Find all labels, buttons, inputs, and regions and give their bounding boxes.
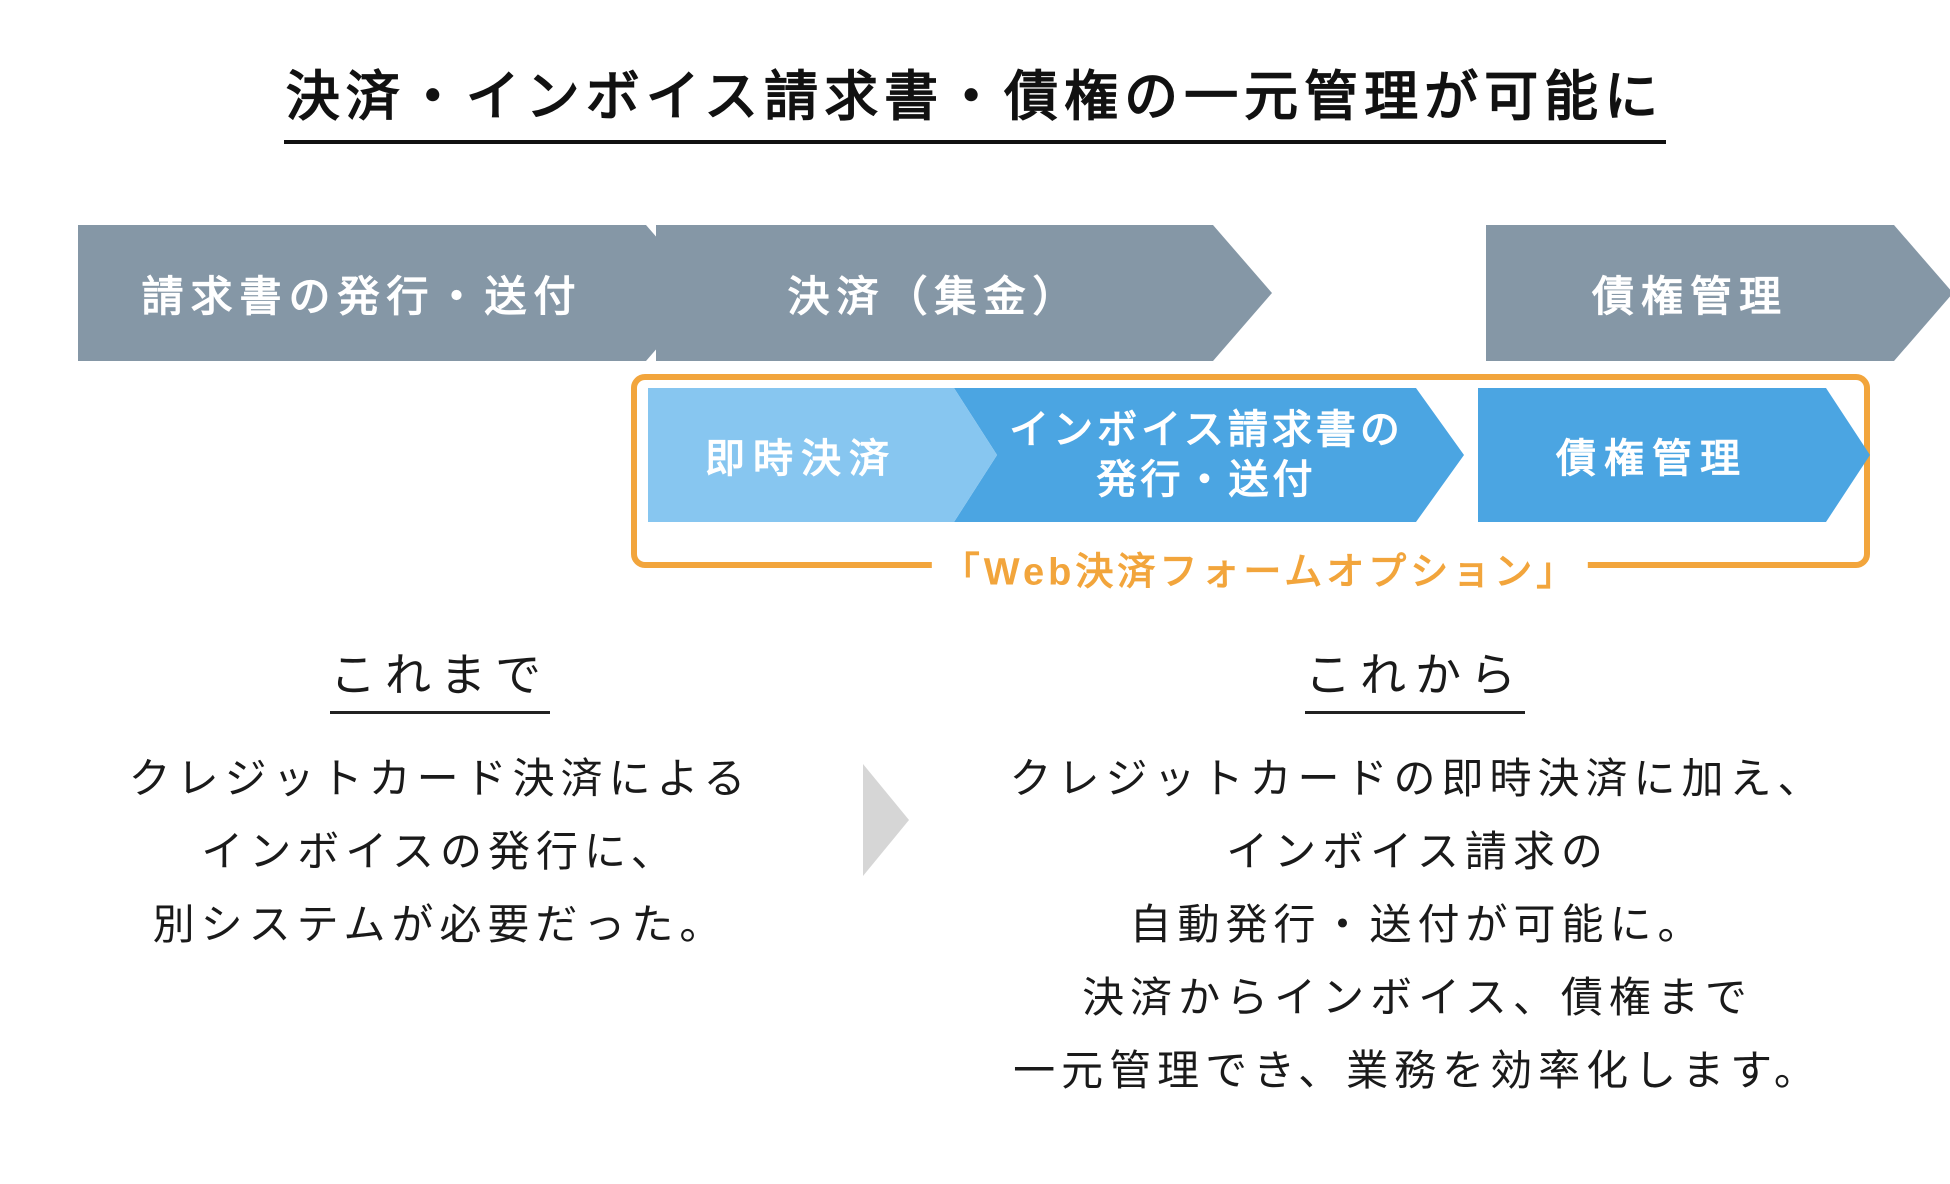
before-paragraph: クレジットカード決済による インボイスの発行に、 別システムが必要だった。: [55, 742, 825, 961]
after-heading: これから: [1305, 648, 1525, 715]
flow-step-payment-arrow: 決済（集金）: [656, 225, 1272, 361]
before-heading: これまで: [330, 648, 550, 715]
option-step-invoice-issue-arrow: インボイス請求書の 発行・送付: [954, 388, 1464, 522]
option-step-invoice-issue-label-line2: 発行・送付: [1096, 458, 1317, 502]
flow-step-invoice-issue-label: 請求書の発行・送付: [141, 272, 583, 320]
after-paragraph-line: 自動発行・送付が可能に。: [1129, 901, 1706, 948]
option-step-receivables-label: 債権管理: [1556, 437, 1748, 481]
option-step-instant-payment-label: 即時決済: [705, 437, 897, 481]
option-step-receivables-arrow: 債権管理: [1478, 388, 1870, 522]
after-paragraph-line: 一元管理でき、業務を効率化します。: [1013, 1047, 1822, 1094]
after-paragraph-line: インボイス請求の: [1226, 828, 1609, 875]
flow-step-receivables-arrow: 債権管理: [1486, 225, 1950, 361]
before-paragraph-line: インボイスの発行に、: [201, 828, 679, 875]
transition-triangle-icon: [863, 764, 909, 876]
before-paragraph-line: クレジットカード決済による: [128, 755, 752, 802]
after-paragraph: クレジットカードの即時決済に加え、 インボイス請求の 自動発行・送付が可能に。 …: [930, 742, 1905, 1107]
page-title: 決済・インボイス請求書・債権の一元管理が可能に: [283, 66, 1667, 145]
page-title-row: 決済・インボイス請求書・債権の一元管理が可能に: [0, 66, 1950, 145]
before-paragraph-line: 別システムが必要だった。: [152, 901, 728, 948]
after-paragraph-line: クレジットカードの即時決済に加え、: [1009, 755, 1826, 802]
flow-step-receivables-label: 債権管理: [1591, 272, 1788, 320]
option-step-instant-payment-arrow: 即時決済: [648, 388, 997, 522]
after-heading-row: これから: [1115, 648, 1715, 715]
after-paragraph-line: 決済からインボイス、債権まで: [1082, 974, 1753, 1021]
flow-step-payment-label: 決済（集金）: [787, 272, 1082, 320]
before-heading-row: これまで: [140, 648, 740, 715]
option-step-invoice-issue-label-line1: インボイス請求書の: [1009, 408, 1404, 452]
web-payment-option-label: 「Web決済フォームオプション」: [931, 540, 1589, 596]
flow-step-invoice-issue-arrow: 請求書の発行・送付: [78, 225, 705, 361]
